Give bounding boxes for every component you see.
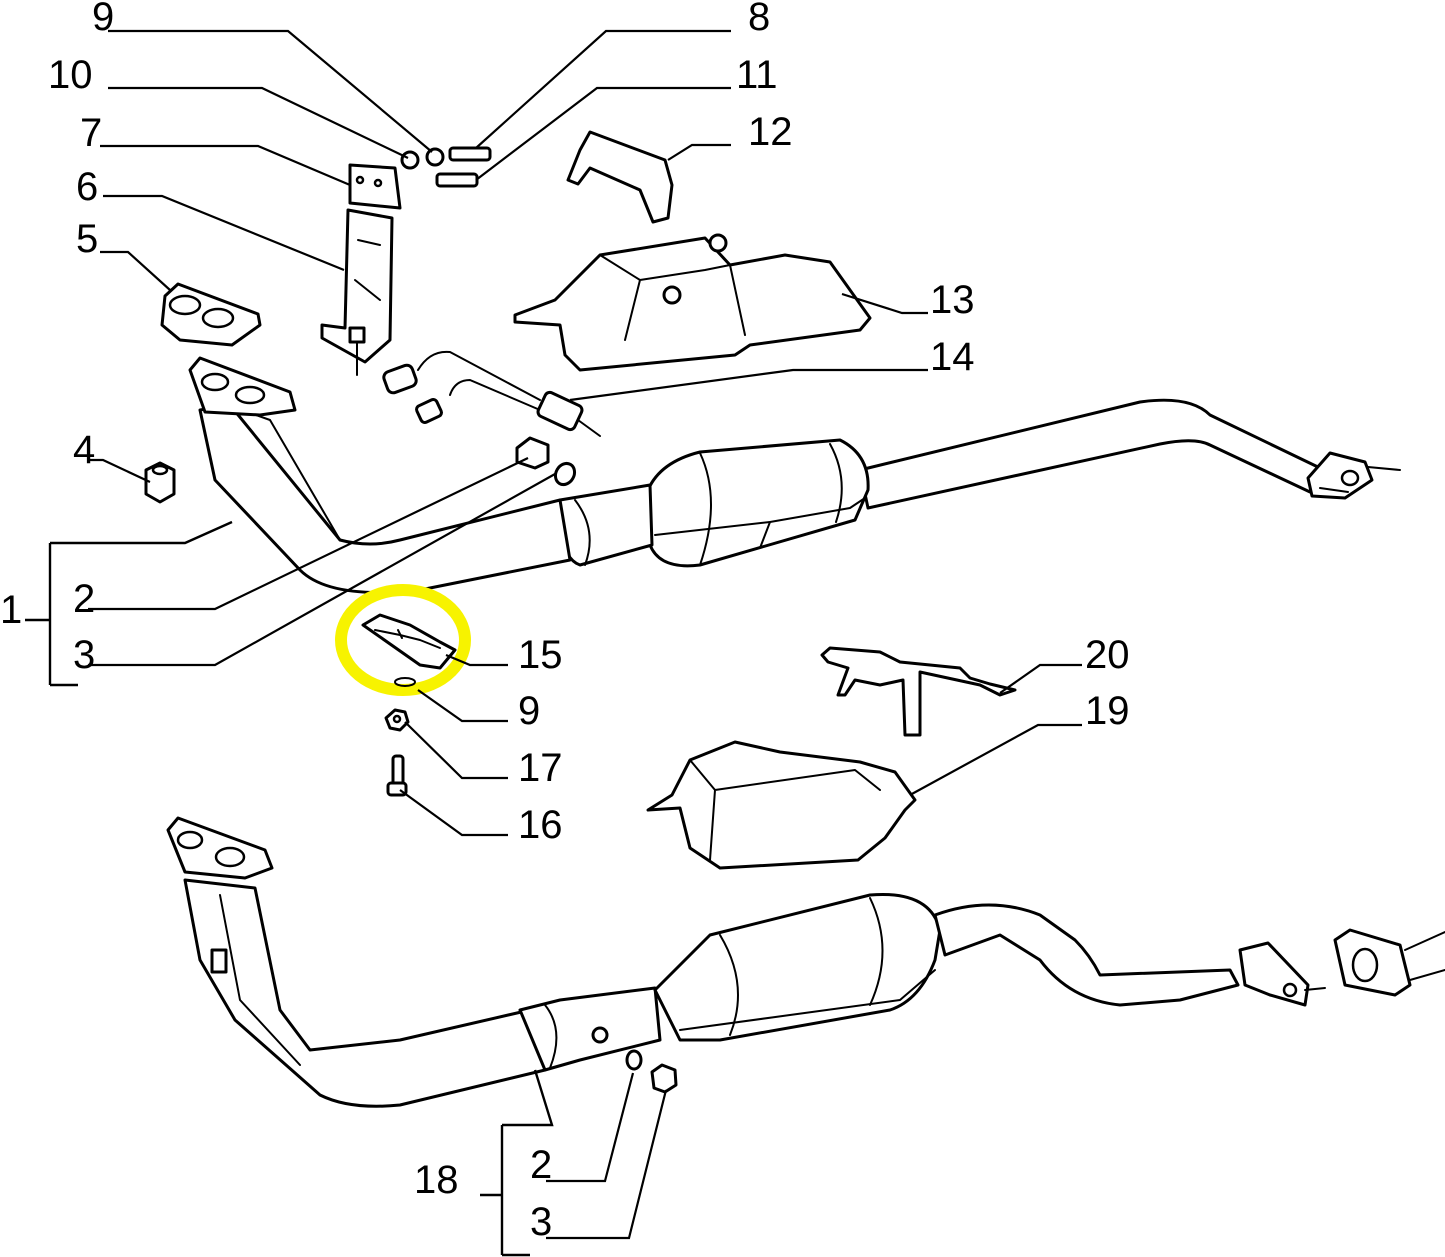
callout-9-lower: 9 xyxy=(518,689,540,733)
leader-15 xyxy=(445,653,508,667)
callout-4: 4 xyxy=(73,428,95,472)
callout-20: 20 xyxy=(1085,633,1130,677)
nut-17 xyxy=(384,708,410,732)
callout-12: 12 xyxy=(748,110,793,154)
front-pipe-assembly-lower xyxy=(166,816,1445,1108)
bracket-assembly-1 xyxy=(25,520,233,687)
callout-5: 5 xyxy=(76,217,98,261)
callout-14: 14 xyxy=(930,335,975,379)
callout-7: 7 xyxy=(80,111,102,155)
leader-20 xyxy=(999,663,1082,694)
callout-2-upper: 2 xyxy=(73,577,95,621)
leader-12 xyxy=(667,143,731,161)
callout-1: 1 xyxy=(0,588,22,632)
callout-19: 19 xyxy=(1085,689,1130,733)
leader-19 xyxy=(909,723,1082,796)
nut-and-washer-upper xyxy=(515,436,577,487)
leader-17 xyxy=(404,721,508,780)
front-pipe-assembly-upper xyxy=(188,356,1401,594)
leader-3-lower xyxy=(546,1089,668,1240)
leader-13 xyxy=(841,292,928,315)
leader-5 xyxy=(100,250,171,291)
nut-4 xyxy=(144,461,176,504)
leader-8 xyxy=(475,29,731,149)
shield-bracket-12 xyxy=(566,130,674,224)
leader-3-upper xyxy=(88,473,556,667)
leader-9-lower xyxy=(417,689,508,723)
callout-6: 6 xyxy=(76,165,98,209)
callout-9-top: 9 xyxy=(92,0,114,39)
callout-3-lower: 3 xyxy=(530,1200,552,1244)
lower-heat-shield xyxy=(646,740,917,870)
bolt-16 xyxy=(386,754,408,797)
callout-17: 17 xyxy=(518,746,563,790)
leader-7 xyxy=(100,144,351,187)
leader-2-upper xyxy=(88,457,529,611)
leader-14 xyxy=(569,368,928,402)
leader-16 xyxy=(399,789,508,837)
oxygen-sensor xyxy=(382,350,601,437)
callout-15: 15 xyxy=(518,633,563,677)
leader-11 xyxy=(475,86,731,181)
leader-6 xyxy=(103,194,345,272)
mounting-plate xyxy=(348,163,402,210)
bracket-assembly-18 xyxy=(480,1069,554,1257)
leader-4 xyxy=(88,458,151,483)
nut-and-washer-lower xyxy=(625,1049,678,1094)
callout-18: 18 xyxy=(414,1158,459,1202)
callout-10: 10 xyxy=(48,53,93,97)
leader-2-lower xyxy=(546,1072,635,1183)
upper-heat-shield xyxy=(513,233,872,372)
leader-9-top xyxy=(108,29,433,153)
washer-9-lower xyxy=(394,677,416,687)
leader-10 xyxy=(108,86,409,159)
callout-13: 13 xyxy=(930,278,975,322)
callout-11: 11 xyxy=(736,53,778,97)
callout-16: 16 xyxy=(518,803,563,847)
support-bracket xyxy=(320,208,394,376)
shield-bracket-20 xyxy=(820,646,1017,737)
heat-shield-clip-15[interactable] xyxy=(361,613,457,670)
callout-3-upper: 3 xyxy=(73,633,95,677)
manifold-gasket xyxy=(160,282,262,347)
callout-2-lower: 2 xyxy=(530,1143,552,1187)
callout-8: 8 xyxy=(748,0,770,39)
highlight-circle xyxy=(335,584,471,696)
